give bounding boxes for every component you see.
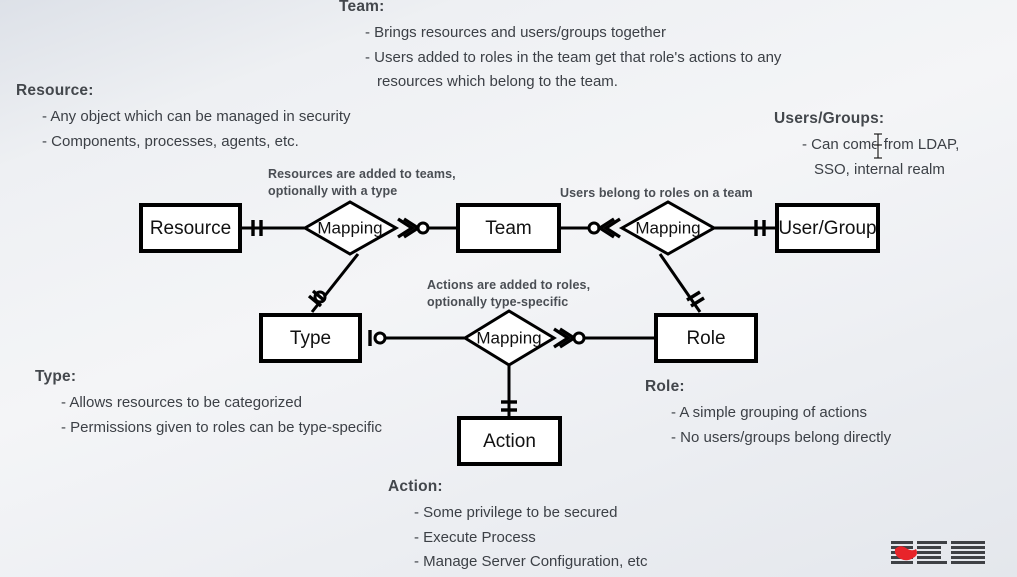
- cardinality-bar-diag-a: [307, 294, 323, 308]
- entity-role-box: [654, 313, 758, 363]
- cardinality-bar-diag-c: [686, 290, 701, 302]
- caption-actions-added-to-roles: Actions are added to roles, optionally t…: [427, 277, 590, 311]
- ibm-logo-accent: [894, 546, 917, 561]
- entity-team-box: [456, 203, 561, 253]
- crowsfoot-mapping-team-a: [397, 217, 416, 239]
- entity-action-box: [457, 416, 562, 466]
- caption-users-belong-to-roles: Users belong to roles on a team: [560, 185, 753, 202]
- entity-team-label: Team: [485, 218, 531, 239]
- entity-resource-box: [139, 203, 242, 253]
- note-role-bullet: - A simple grouping of actions: [671, 404, 867, 421]
- entity-user-group-box: [775, 203, 880, 253]
- crowsfoot-team-mapping-b: [596, 217, 615, 239]
- entity-user-group[interactable]: User/Group: [775, 203, 880, 253]
- note-action-bullet: - Manage Server Configuration, etc: [414, 553, 648, 570]
- note-team-bullet: - Users added to roles in the team get t…: [365, 48, 782, 66]
- relationship-mapping-team-user[interactable]: Mapping: [618, 200, 718, 256]
- ibm-logo: [891, 541, 985, 564]
- note-users-groups-header: Users/Groups:: [774, 110, 885, 127]
- link-mapping2-role: [658, 253, 702, 313]
- note-role: Role: - A simple grouping of actions - N…: [645, 378, 891, 450]
- note-action-bullet: - Some privilege to be secured: [414, 504, 618, 521]
- note-team-header: Team:: [339, 0, 385, 15]
- relationship-mapping-team-user-label: Mapping: [635, 218, 700, 237]
- relationship-mapping-type-role-label: Mapping: [476, 328, 541, 347]
- entity-type-box: [259, 313, 362, 363]
- entity-resource-label: Resource: [150, 218, 231, 239]
- note-users-groups: Users/Groups: - Can come from LDAP, SSO,…: [774, 110, 959, 182]
- note-role-header: Role:: [645, 378, 685, 395]
- caption-line: optionally with a type: [268, 184, 398, 198]
- note-resource: Resource: - Any object which can be mana…: [16, 82, 351, 154]
- note-resource-header: Resource:: [16, 82, 94, 99]
- note-type-bullet: - Allows resources to be categorized: [61, 394, 302, 411]
- caption-line: Users belong to roles on a team: [560, 186, 753, 200]
- entity-role[interactable]: Role: [654, 313, 758, 363]
- note-action-bullet: - Execute Process: [414, 528, 536, 546]
- crowsfoot-mapping3-role-a: [553, 327, 572, 349]
- cardinality-bar-diag-b: [311, 289, 327, 303]
- cardinality-zero-circle-5: [572, 331, 586, 345]
- note-team: Team: - Brings resources and users/group…: [339, 0, 781, 95]
- note-users-groups-bullet: - Can come from LDAP,: [802, 136, 960, 153]
- entity-user-group-label: User/Group: [778, 218, 876, 239]
- caption-resources-added-to-teams: Resources are added to teams, optionally…: [268, 166, 456, 200]
- crowsfoot-team-mapping-a: [602, 217, 621, 239]
- cardinality-zero-circle-4: [373, 331, 387, 345]
- note-role-bullet: - No users/groups belong directly: [671, 428, 892, 446]
- entity-team[interactable]: Team: [456, 203, 561, 253]
- note-team-bullet: resources which belong to the team.: [377, 73, 618, 90]
- entity-action-label: Action: [483, 431, 536, 452]
- relationship-mapping-resource-team-label: Mapping: [317, 218, 382, 237]
- entity-action[interactable]: Action: [457, 416, 562, 466]
- note-team-bullet: - Brings resources and users/groups toge…: [365, 24, 666, 41]
- relationship-mapping-type-role[interactable]: Mapping: [462, 309, 557, 367]
- caption-line: optionally type-specific: [427, 295, 569, 309]
- entity-type-label: Type: [290, 328, 331, 349]
- entity-type[interactable]: Type: [259, 313, 362, 363]
- note-resource-bullet: - Any object which can be managed in sec…: [42, 108, 351, 125]
- caption-line: Actions are added to roles,: [427, 278, 591, 292]
- note-type-header: Type:: [35, 368, 77, 385]
- relationship-mapping-resource-team-diamond: [302, 200, 400, 256]
- note-resource-bullet: - Components, processes, agents, etc.: [42, 132, 299, 150]
- entity-role-label: Role: [686, 328, 725, 349]
- cardinality-bar-diag-d: [690, 296, 705, 308]
- relationship-mapping-type-role-diamond: [462, 309, 557, 367]
- note-users-groups-bullet: SSO, internal realm: [814, 160, 945, 178]
- note-action: Action: - Some privilege to be secured -…: [388, 478, 647, 575]
- note-action-header: Action:: [388, 478, 443, 495]
- relationship-mapping-resource-team[interactable]: Mapping: [302, 200, 400, 256]
- cardinality-zero-circle-1: [416, 221, 430, 235]
- entity-resource[interactable]: Resource: [139, 203, 242, 253]
- note-type-bullet: - Permissions given to roles can be type…: [61, 418, 382, 436]
- note-type: Type: - Allows resources to be categoriz…: [35, 368, 382, 440]
- caption-line: Resources are added to teams,: [268, 167, 456, 181]
